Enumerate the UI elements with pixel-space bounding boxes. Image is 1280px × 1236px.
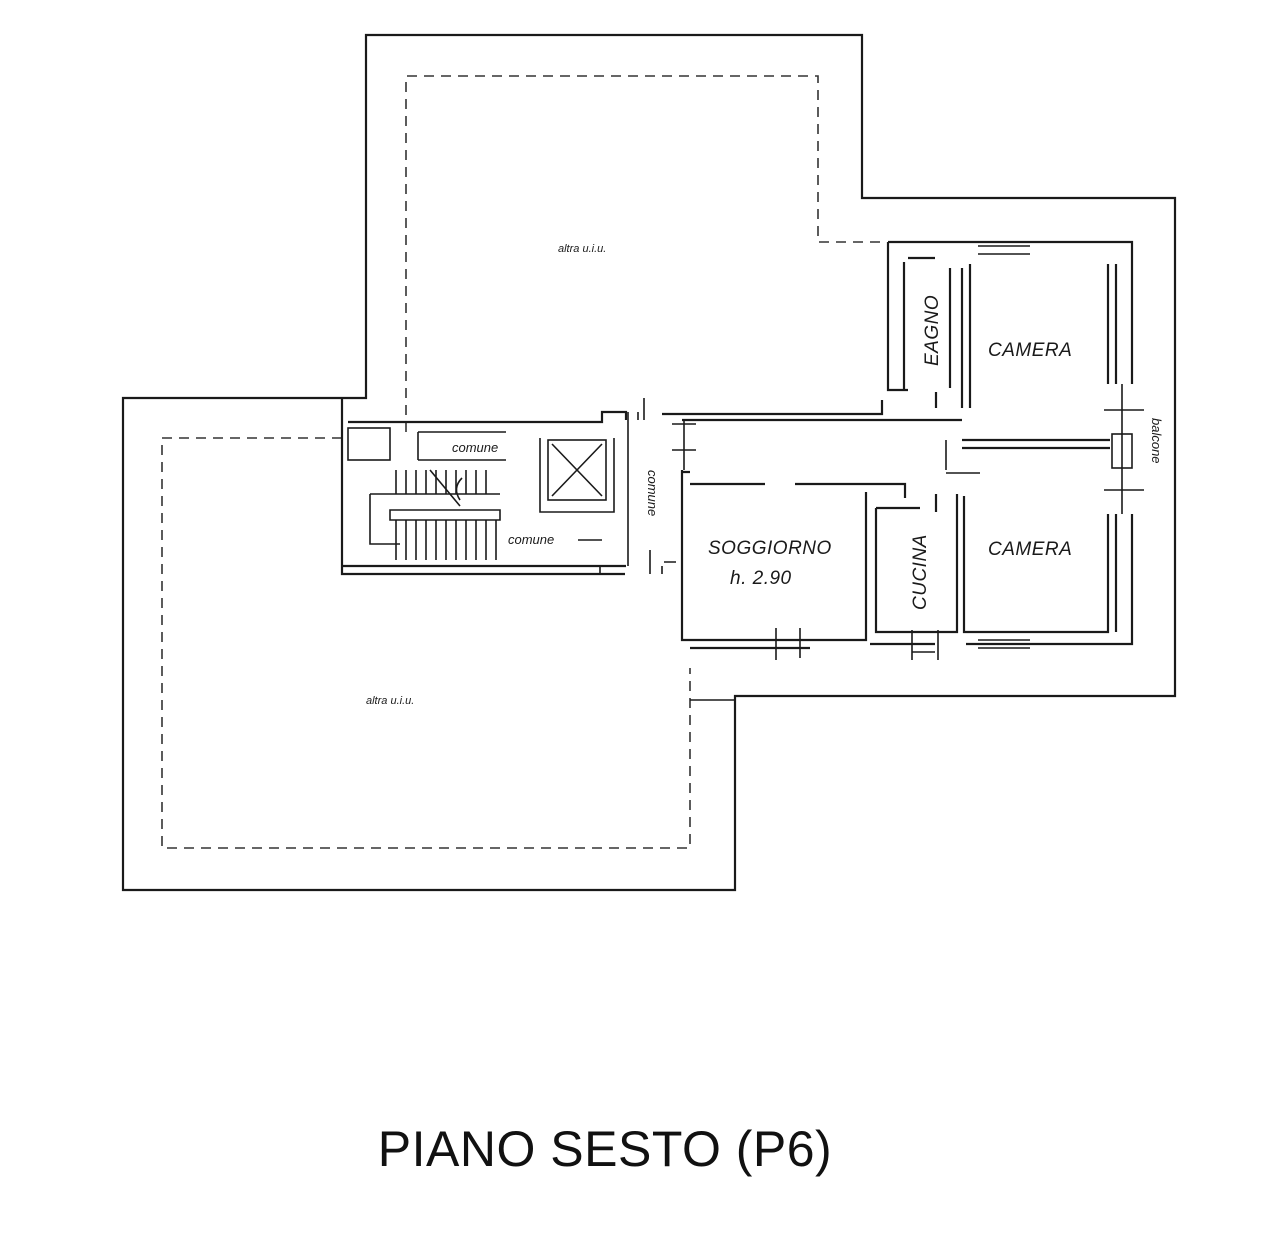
apartment-outer-wall bbox=[690, 240, 1134, 650]
common-stair-block bbox=[340, 398, 663, 576]
bedroom-top-walls bbox=[968, 264, 1110, 408]
common-area-middle-label: comune bbox=[508, 532, 554, 547]
other-unit-bottom-label: altra u.i.u. bbox=[366, 695, 414, 707]
common-area-vertical-label: comune bbox=[645, 470, 660, 516]
windows bbox=[748, 245, 1144, 660]
corridor-walls bbox=[662, 400, 1110, 450]
balcony-label: balcone bbox=[1149, 418, 1164, 464]
kitchen-walls bbox=[874, 494, 959, 634]
other-unit-bottom-boundary bbox=[161, 437, 691, 849]
other-unit-top-boundary bbox=[405, 75, 885, 432]
common-area-top-label: comune bbox=[452, 440, 498, 455]
building-outline bbox=[121, 33, 1177, 892]
bedroom-top-label: CAMERA bbox=[988, 340, 1072, 361]
bathroom-walls bbox=[886, 242, 964, 408]
living-room-height-label: h. 2.90 bbox=[730, 568, 792, 589]
bedroom-bottom-walls bbox=[962, 496, 1110, 634]
plan-title: PIANO SESTO (P6) bbox=[377, 1121, 833, 1177]
kitchen-label: CUCINA bbox=[910, 534, 931, 610]
living-room-label: SOGGIORNO bbox=[708, 538, 832, 559]
bathroom-label: EAGNO bbox=[922, 295, 943, 366]
other-unit-top-label: altra u.i.u. bbox=[558, 243, 606, 255]
bedroom-bottom-label: CAMERA bbox=[988, 539, 1072, 560]
door-marks bbox=[643, 398, 947, 563]
